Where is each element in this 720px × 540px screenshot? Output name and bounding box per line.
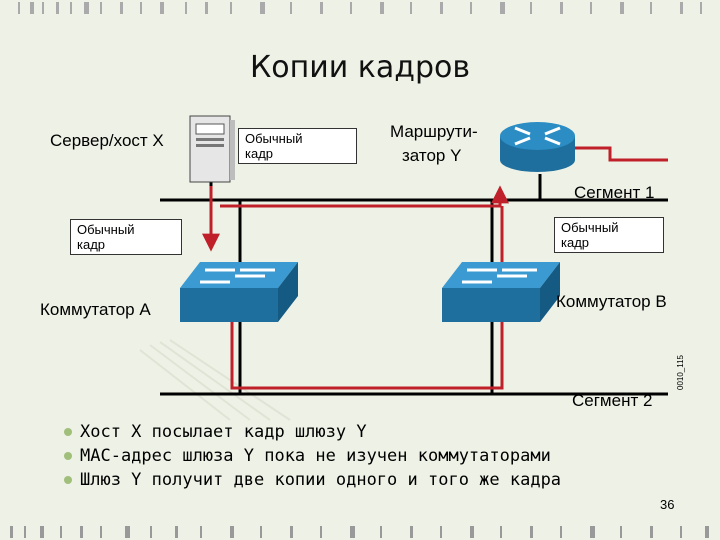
router-label-line-2: затор Y [402, 146, 462, 165]
segment-1-label: Сегмент 1 [574, 183, 655, 202]
frame-box-top: Обычный кадр [238, 128, 357, 164]
router-red-link [575, 146, 668, 162]
page-number: 36 [660, 497, 675, 512]
router-icon [500, 122, 575, 172]
frame-box-left-line-1: Обычный [77, 222, 135, 237]
frame-box-top-line-2: кадр [245, 146, 274, 161]
bottom-decorative-bar [0, 524, 720, 540]
switch-a-label: Коммутатор A [40, 300, 151, 319]
frame-path-switch-a-to-router [220, 185, 509, 208]
switch-b-icon [442, 262, 560, 322]
frame-box-top-line-1: Обычный [245, 131, 303, 146]
frame-box-right: Обычный кадр [554, 217, 664, 253]
frame-box-right-line-2: кадр [561, 235, 590, 250]
slide-title: Копии кадров [249, 50, 471, 85]
bullet-item: Хост X посылает кадр шлюзу Y [62, 420, 561, 444]
frame-box-left: Обычный кадр [70, 219, 182, 255]
top-decorative-bar [0, 0, 720, 16]
router-label-line-1: Маршрути- [390, 122, 478, 141]
server-label: Сервер/хост X [50, 131, 164, 150]
bullet-list: Хост X посылает кадр шлюзу Y MAC-адрес ш… [62, 420, 561, 492]
switch-a-icon [180, 262, 298, 322]
figure-code: 0010_115 [676, 355, 685, 390]
bullet-item: MAC-адрес шлюза Y пока не изучен коммута… [62, 444, 561, 468]
server-icon [189, 115, 235, 183]
frame-box-right-line-1: Обычный [561, 220, 619, 235]
segment-2-label: Сегмент 2 [572, 391, 653, 410]
frame-box-left-line-2: кадр [77, 237, 106, 252]
switch-b-label: Коммутатор B [556, 292, 667, 311]
background-decoration [139, 339, 291, 421]
bullet-item: Шлюз Y получит две копии одного и того ж… [62, 468, 561, 492]
